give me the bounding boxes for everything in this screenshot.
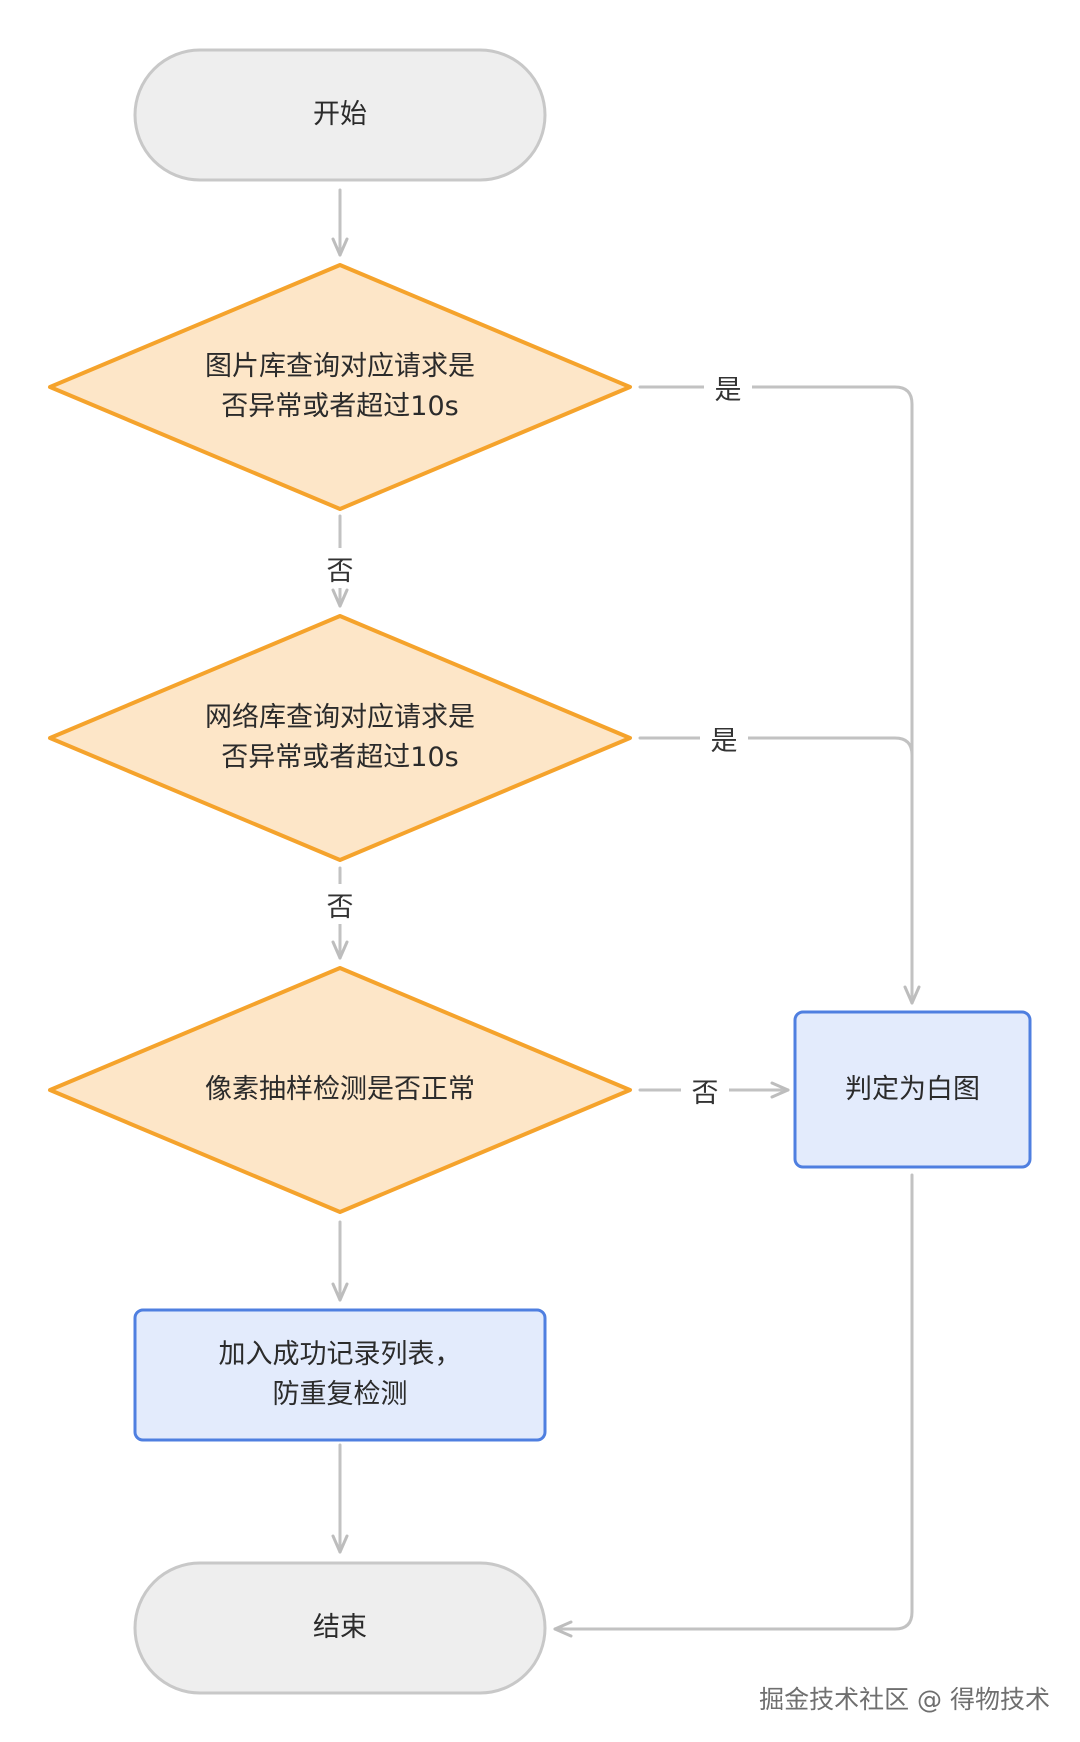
- edge-white-to-end: [553, 1173, 914, 1638]
- pixel-sampling-decision: [48, 966, 632, 1214]
- success-record-process: [133, 1308, 547, 1442]
- pixel-sampling-no-label: 否: [681, 1070, 729, 1110]
- start-terminal: [133, 48, 547, 182]
- image-lib-decision-label: 图片库查询对应请求是 否异常或者超过10s: [205, 351, 475, 422]
- network-lib-decision: [48, 614, 632, 862]
- edge-image-check-yes: [638, 385, 921, 1005]
- white-screen-label: 判定为白图: [845, 1073, 980, 1105]
- end-label: 结束: [313, 1612, 367, 1643]
- image-lib-yes-label: 是: [704, 367, 752, 407]
- pixel-sampling-decision-label: 像素抽样检测是否正常: [205, 1074, 475, 1105]
- start-label: 开始: [313, 99, 367, 130]
- success-record-label: 加入成功记录列表， 防重复检测: [218, 1339, 462, 1410]
- edge-network-check-yes: [638, 736, 914, 757]
- image-lib-no-label: 否: [316, 548, 364, 588]
- end-terminal: [133, 1561, 547, 1695]
- image-lib-decision: [48, 263, 632, 511]
- network-lib-no-label: 否: [316, 884, 364, 924]
- white-screen-process: [793, 1010, 1032, 1169]
- watermark: 掘金技术社区 @ 得物技术: [759, 1685, 1050, 1714]
- network-lib-decision-label: 网络库查询对应请求是 否异常或者超过10s: [205, 702, 475, 773]
- network-lib-yes-label: 是: [700, 718, 748, 758]
